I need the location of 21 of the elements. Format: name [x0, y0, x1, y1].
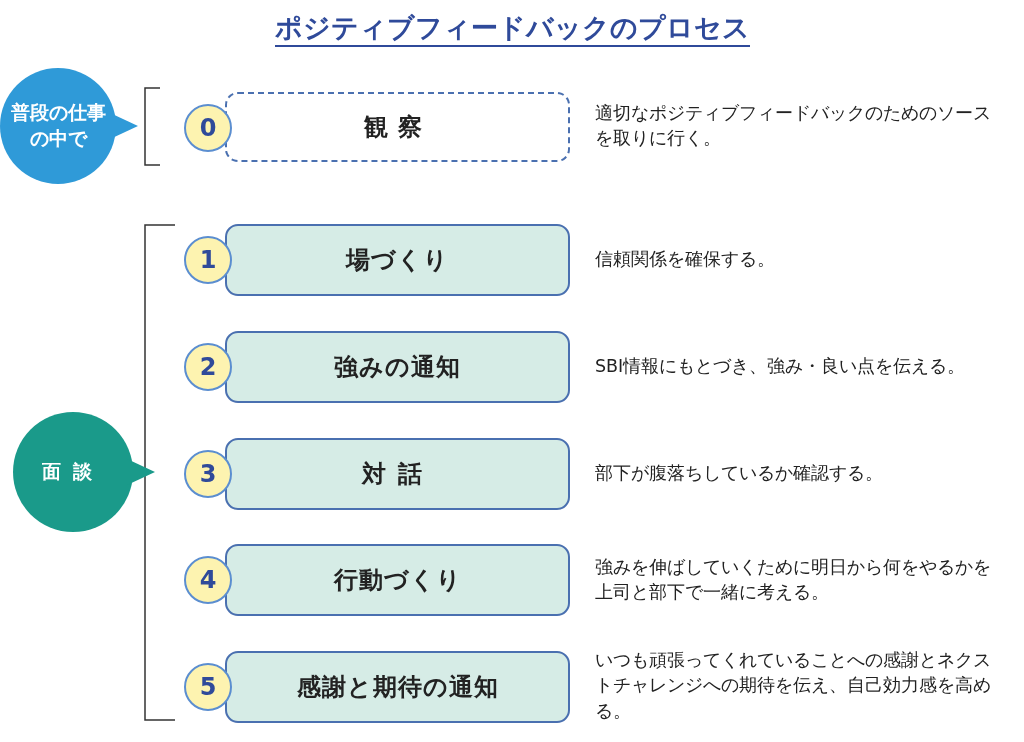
step-number: 2	[184, 343, 232, 391]
process-box: 強みの通知	[225, 331, 570, 403]
bubble-label: 面談	[41, 459, 105, 485]
step-description: いつも頑張ってくれていることへの感謝とネクストチャレンジへの期待を伝え、自己効力感を高める。	[595, 649, 992, 723]
step-number: 1	[184, 236, 232, 284]
step-description: 強みを伸ばしていくために明日から何をやるかを上司と部下で一緒に考える。	[595, 556, 992, 605]
process-box: 対話	[225, 438, 570, 510]
step-number: 4	[184, 556, 232, 604]
step-number: 3	[184, 450, 232, 498]
bubble-label: 普段の仕事の中で	[9, 100, 107, 151]
diagram-title: ポジティブフィードバックのプロセス	[274, 12, 750, 47]
step-description: SBI情報にもとづき、強み・良い点を伝える。	[595, 355, 967, 378]
process-box: 行動づくり	[225, 544, 570, 616]
step-description: 適切なポジティブフィードバックのためのソースを取りに行く。	[595, 102, 992, 151]
step-number: 5	[184, 663, 232, 711]
step-number: 0	[184, 104, 232, 152]
process-box: 感謝と期待の通知	[225, 651, 570, 723]
step-description: 部下が腹落ちしているか確認する。	[595, 462, 884, 485]
process-box: 場づくり	[225, 224, 570, 296]
process-box: 観察	[225, 92, 570, 162]
step-description: 信頼関係を確保する。	[595, 248, 776, 271]
